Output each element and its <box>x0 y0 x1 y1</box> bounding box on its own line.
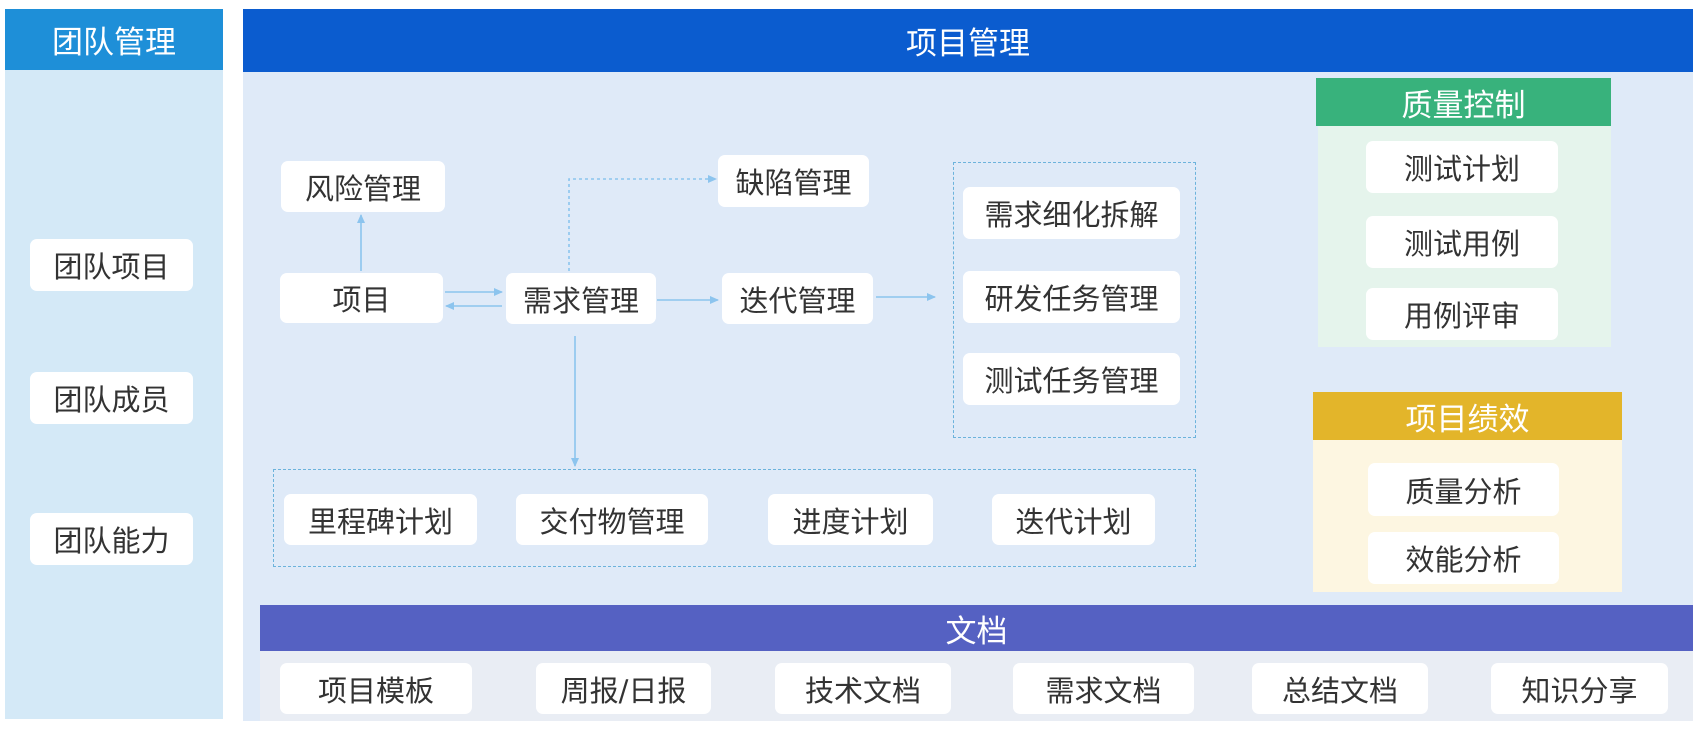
docs-title: 文档 <box>945 613 1008 650</box>
quality-item-case-review: 用例评审 <box>1366 288 1558 340</box>
team-header: 团队管理 <box>5 9 223 70</box>
requirement-node: 需求管理 <box>506 273 656 324</box>
task-item-breakdown: 需求细化拆解 <box>963 187 1180 239</box>
performance-item-quality: 质量分析 <box>1368 463 1559 516</box>
project-node: 项目 <box>280 273 443 323</box>
performance-title: 项目绩效 <box>1405 401 1530 438</box>
team-title: 团队管理 <box>52 25 176 61</box>
defect-node: 缺陷管理 <box>718 155 869 207</box>
quality-title: 质量控制 <box>1401 87 1526 124</box>
arrow-requirement-to-defect <box>568 175 717 271</box>
docs-item-knowledge: 知识分享 <box>1491 663 1668 714</box>
performance-item-efficiency: 效能分析 <box>1368 532 1559 584</box>
plan-group <box>273 469 1196 567</box>
docs-item-report: 周报/日报 <box>536 663 711 714</box>
docs-item-tech: 技术文档 <box>775 663 951 714</box>
team-item-members: 团队成员 <box>30 372 193 424</box>
plan-item-progress: 进度计划 <box>768 494 933 545</box>
task-item-dev: 研发任务管理 <box>963 271 1180 323</box>
docs-item-requirement: 需求文档 <box>1013 663 1194 714</box>
quality-header: 质量控制 <box>1316 78 1611 126</box>
docs-item-template: 项目模板 <box>280 663 472 714</box>
quality-item-test-case: 测试用例 <box>1366 216 1558 268</box>
iteration-node: 迭代管理 <box>722 273 873 324</box>
project-header: 项目管理 <box>243 9 1693 72</box>
risk-node: 风险管理 <box>281 161 445 212</box>
docs-header: 文档 <box>260 605 1693 651</box>
task-group <box>953 162 1196 438</box>
task-item-test: 测试任务管理 <box>963 353 1180 405</box>
plan-item-iteration: 迭代计划 <box>992 494 1155 545</box>
quality-item-test-plan: 测试计划 <box>1366 141 1558 193</box>
team-item-projects: 团队项目 <box>30 239 193 291</box>
plan-item-milestone: 里程碑计划 <box>284 494 477 545</box>
project-title: 项目管理 <box>906 26 1030 62</box>
team-item-capability: 团队能力 <box>30 513 193 565</box>
docs-panel <box>260 651 1693 721</box>
plan-item-deliverable: 交付物管理 <box>516 494 708 545</box>
docs-item-summary: 总结文档 <box>1252 663 1428 714</box>
performance-header: 项目绩效 <box>1313 392 1622 440</box>
